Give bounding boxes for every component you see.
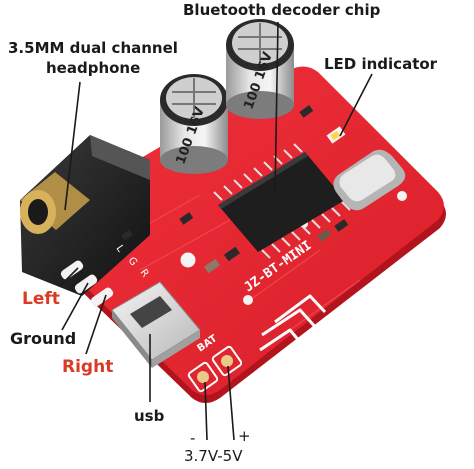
label-bluetooth-chip: Bluetooth decoder chip: [183, 1, 381, 19]
label-plus: +: [238, 427, 251, 445]
mount-hole: [180, 252, 196, 268]
pointer-bluetooth: [274, 21, 279, 196]
pointer-minus: [204, 381, 208, 441]
pointer-headphone: [64, 81, 81, 211]
label-headphone-line1: 3.5MM dual channel: [8, 39, 178, 57]
capacitor-left: 100 16V: [160, 74, 228, 174]
pad-label-l: L: [114, 243, 126, 254]
label-minus: -: [190, 429, 196, 447]
decoder-chip: [213, 143, 351, 259]
crystal-oscillator: [333, 149, 406, 211]
label-usb: usb: [134, 407, 165, 425]
label-right: Right: [62, 357, 114, 377]
pointer-left: [59, 267, 79, 287]
antenna-trace: [259, 294, 411, 352]
pointer-ground: [61, 282, 89, 331]
micro-usb-port: [111, 281, 201, 368]
pointer-led: [339, 73, 373, 137]
label-voltage: 3.7V-5V: [184, 447, 243, 465]
pointer-lines: [59, 21, 373, 441]
label-ground: Ground: [10, 329, 77, 348]
label-headphone-line2: headphone: [46, 59, 141, 77]
pointer-right: [85, 294, 107, 355]
pointer-plus: [227, 365, 235, 441]
audio-pads: L G R: [60, 243, 151, 307]
mount-hole: [243, 295, 253, 305]
mount-hole: [397, 191, 407, 201]
led-component: [326, 126, 346, 144]
label-left: Left: [22, 289, 60, 309]
headphone-jack: [20, 135, 150, 296]
smd-components: [121, 105, 349, 274]
capacitor-right: 100 16V: [226, 19, 294, 119]
label-led-indicator: LED indicator: [324, 55, 438, 73]
